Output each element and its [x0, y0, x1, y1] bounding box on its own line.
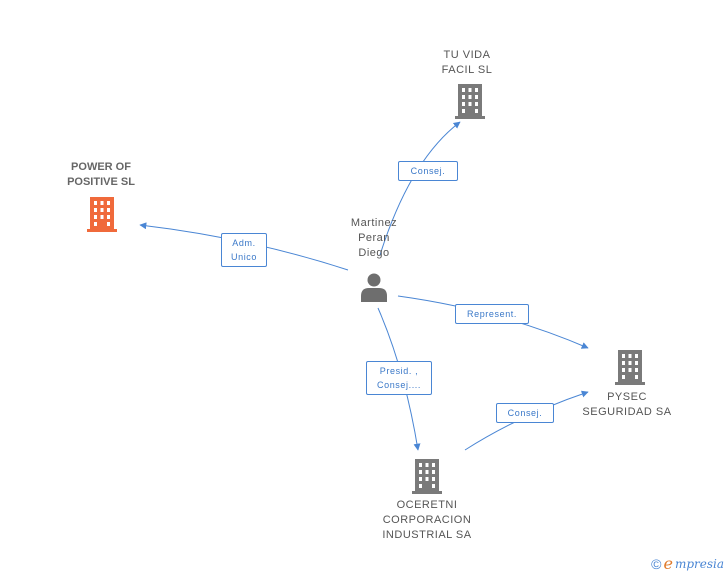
node-label-person[interactable]: Martinez Peran Diego [350, 217, 398, 259]
edge-label-consej-tuvida[interactable]: Consej. [398, 161, 458, 181]
building-icon[interactable] [614, 349, 646, 385]
brand-logo-e: e [663, 554, 673, 573]
node-label-ocer[interactable]: OCERETNI CORPORACION INDUSTRIAL SA [382, 499, 472, 541]
edge-label-represent[interactable]: Represent. [455, 304, 529, 324]
node-label-pysec[interactable]: PYSEC SEGURIDAD SA [582, 391, 672, 418]
building-icon[interactable] [411, 458, 443, 494]
copyright-icon: © [651, 555, 662, 572]
brand-logo-text: mpresia [674, 556, 724, 571]
edge-label-consej-pysec[interactable]: Consej. [496, 403, 554, 423]
edge-label-presid-consej[interactable]: Presid. , Consej.... [366, 361, 432, 395]
person-icon[interactable] [359, 272, 389, 302]
node-label-power[interactable]: POWER OF POSITIVE SL [67, 161, 135, 188]
building-icon[interactable] [86, 196, 118, 232]
node-label-tuvida[interactable]: TU VIDA FACIL SL [441, 49, 493, 76]
edge-label-adm-unico[interactable]: Adm. Unico [221, 233, 267, 267]
building-icon[interactable] [454, 83, 486, 119]
